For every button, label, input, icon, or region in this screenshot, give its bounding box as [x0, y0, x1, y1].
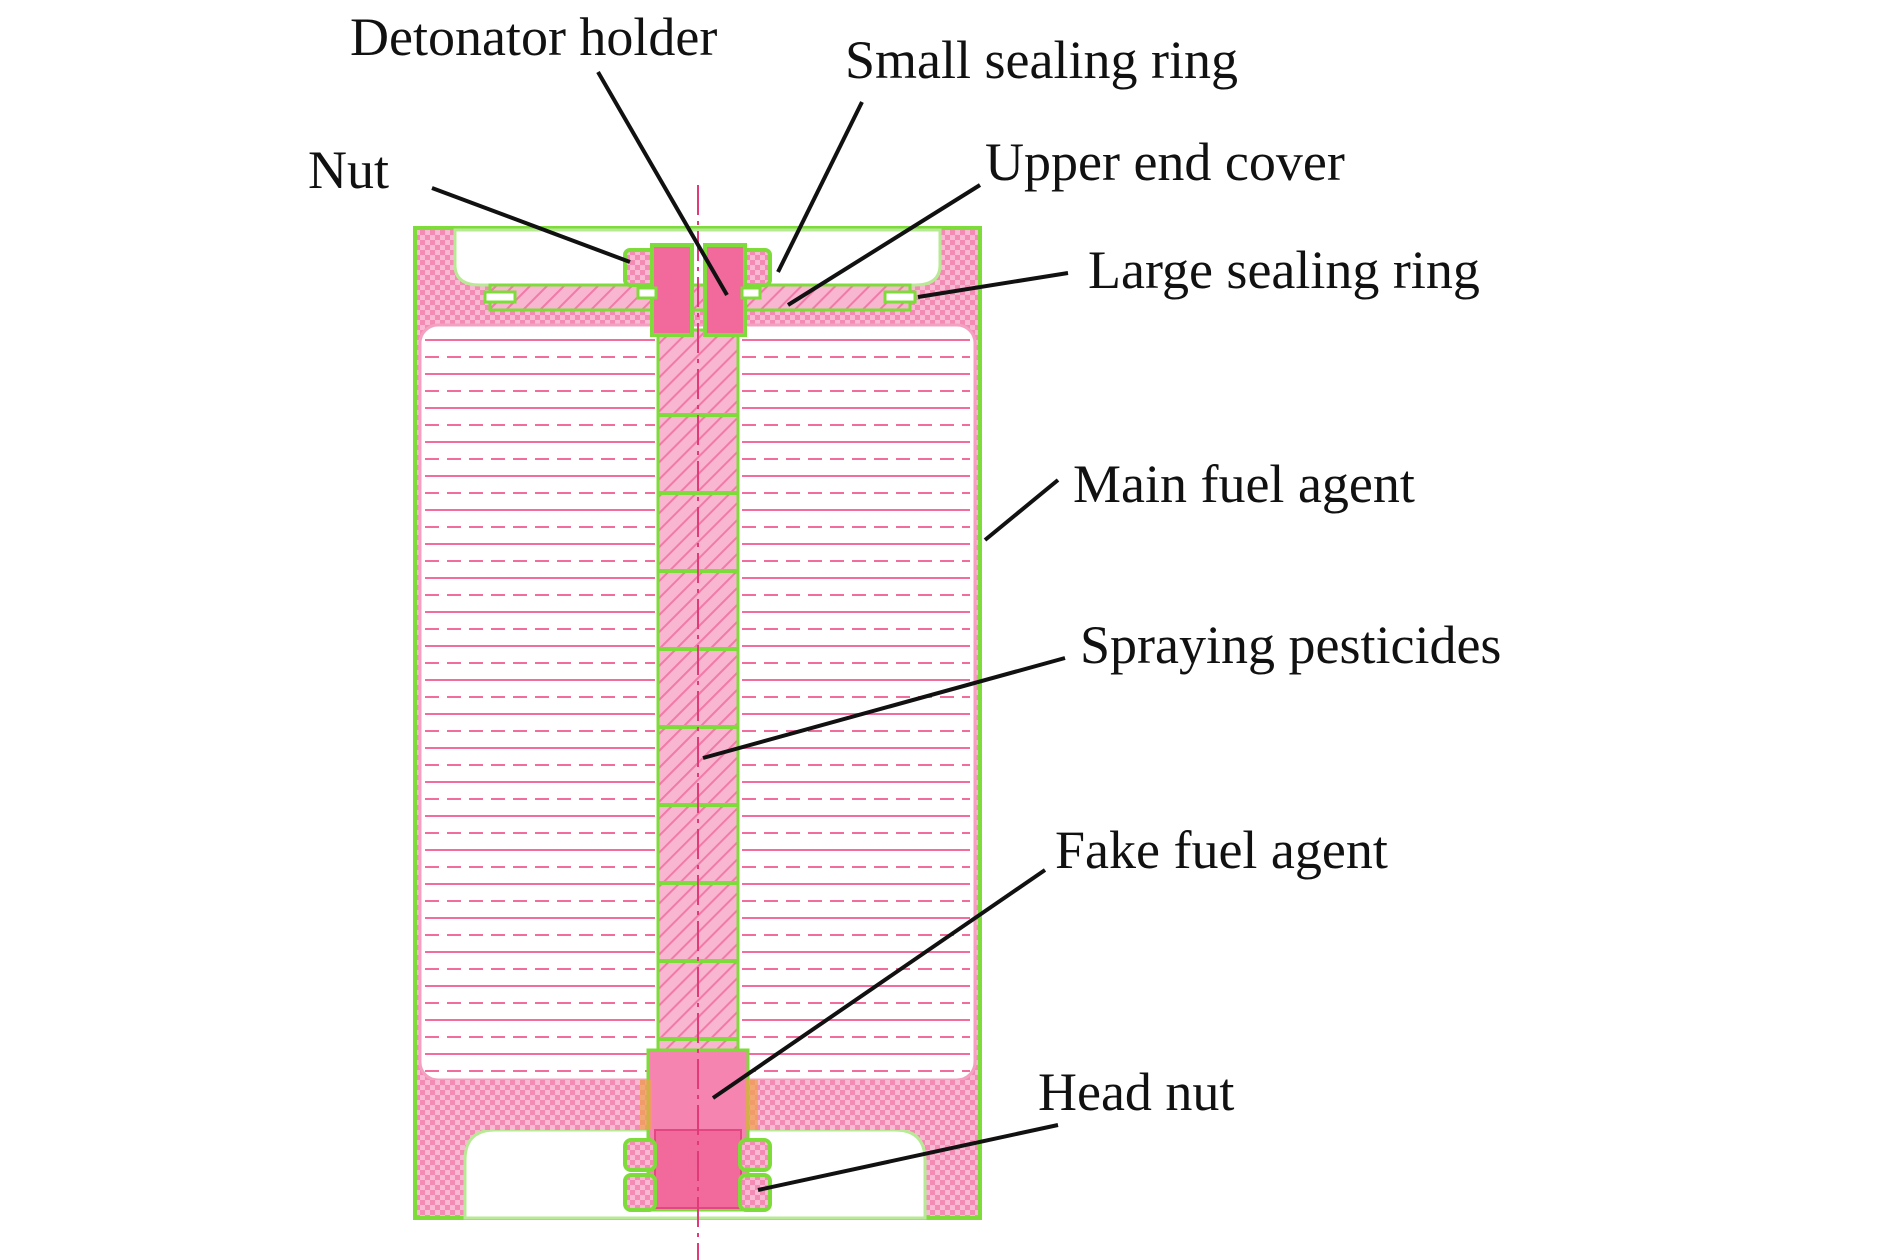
- leader-main-fuel-agent: [983, 478, 1060, 542]
- leader-fake-fuel-agent: [711, 868, 1047, 1100]
- leader-lines: [431, 70, 1069, 1192]
- leader-spraying-pesticides: [702, 656, 1066, 760]
- large-sealing-ring-left: [483, 290, 517, 304]
- head-nut: [623, 1138, 772, 1212]
- label-fake-fuel-agent: Fake fuel agent: [1055, 820, 1388, 880]
- small-sealing-ring-right: [740, 286, 762, 300]
- head-nut-left-bottom: [623, 1173, 657, 1212]
- large-sealing-ring-right: [883, 290, 917, 304]
- label-head-nut: Head nut: [1038, 1062, 1234, 1122]
- label-upper-end-cover: Upper end cover: [985, 132, 1345, 192]
- leader-upper-end-cover: [786, 183, 982, 307]
- label-detonator-holder: Detonator holder: [350, 7, 717, 67]
- small-sealing-ring-left: [636, 286, 658, 300]
- leader-detonator-holder: [596, 70, 729, 297]
- labels: Detonator holder Small sealing ring Nut …: [308, 7, 1501, 1122]
- leader-small-sealing-ring: [776, 101, 864, 273]
- upper-end-cover-plate: [488, 283, 912, 312]
- leader-large-sealing-ring: [917, 271, 1069, 299]
- leader-nut: [431, 186, 631, 264]
- label-nut: Nut: [308, 140, 389, 200]
- detonator-holder: [623, 243, 772, 337]
- fake-fuel-agent-hatch-left: [640, 1080, 652, 1130]
- detonator-holder-left: [650, 243, 694, 337]
- head-nut-right-top: [738, 1138, 772, 1172]
- leader-head-nut: [757, 1123, 1059, 1192]
- upper-end-cover: [483, 283, 917, 312]
- head-nut-left-top: [623, 1138, 657, 1172]
- label-small-sealing-ring: Small sealing ring: [845, 30, 1238, 90]
- label-large-sealing-ring: Large sealing ring: [1088, 240, 1480, 300]
- label-main-fuel-agent: Main fuel agent: [1073, 454, 1415, 514]
- label-spraying-pesticides: Spraying pesticides: [1080, 615, 1501, 675]
- head-nut-right-bottom: [738, 1173, 772, 1212]
- main-fuel-agent-stripes: [425, 339, 970, 1072]
- fake-fuel-agent-hatch-right: [746, 1080, 758, 1130]
